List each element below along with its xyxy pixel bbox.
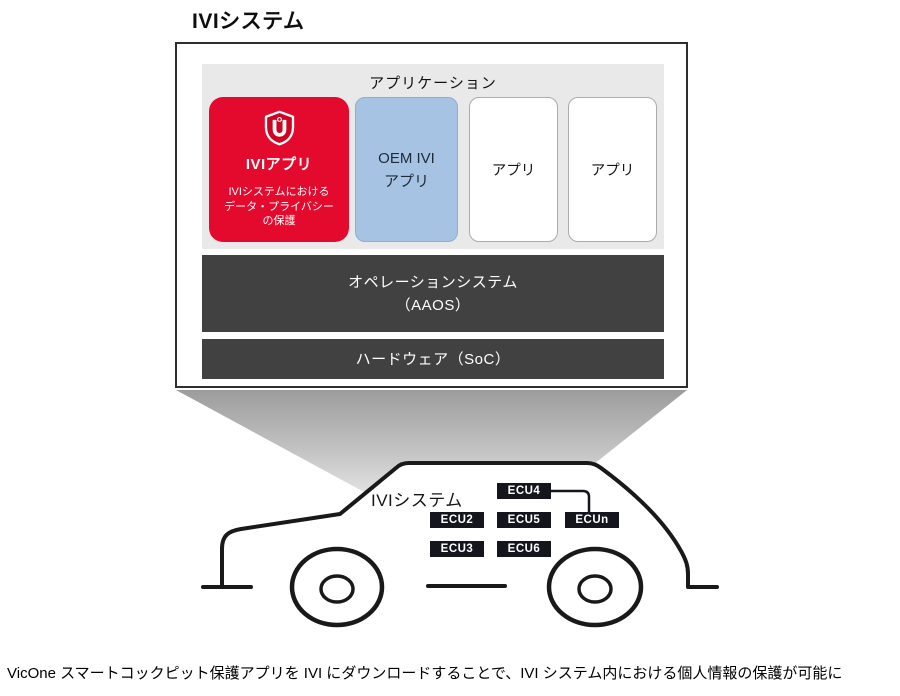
os-layer-label-line2: （AAOS） — [395, 296, 471, 314]
car-body-outline — [220, 461, 690, 588]
ecu-box-ecun: ECUn — [565, 512, 619, 528]
ecu-box-ecu5: ECU5 — [497, 512, 551, 528]
os-layer-bar: オペレーションシステム （AAOS） — [202, 255, 664, 332]
ivi-app-card: IVIアプリ IVIシステムにおける データ・プライバシー の保護 — [209, 97, 349, 242]
hardware-layer-label: ハードウェア（SoC） — [355, 350, 511, 368]
application-section: アプリケーション IVIアプリ IVIシステムにおける データ・プライバシー の… — [202, 64, 664, 249]
front-wheel — [289, 546, 385, 628]
oem-ivi-app-label-line1: OEM IVI — [378, 149, 435, 167]
ecu-connector-line — [550, 489, 591, 512]
vicone-shield-icon — [209, 110, 349, 146]
ecu-box-ecu3: ECU3 — [430, 541, 484, 557]
page-title: IVIシステム — [192, 10, 305, 33]
ecu-box-ecu4: ECU4 — [497, 483, 551, 499]
ecu-box-ecu2: ECU2 — [430, 512, 484, 528]
hardware-layer-bar: ハードウェア（SoC） — [202, 339, 664, 379]
oem-ivi-app-label-line2: アプリ — [383, 172, 429, 190]
rear-wheel — [546, 546, 644, 628]
application-section-title: アプリケーション — [369, 75, 497, 92]
os-layer-label-line1: オペレーションシステム — [348, 273, 518, 291]
caption-text: VicOne スマートコックピット保護アプリを IVI にダウンロードすることで… — [7, 665, 843, 682]
app-label: アプリ — [590, 163, 635, 179]
ivi-app-description: IVIシステムにおける データ・プライバシー の保護 — [224, 186, 334, 227]
app-card-generic-2: アプリ — [568, 97, 657, 242]
car-ivi-system-label: IVIシステム — [371, 491, 463, 510]
ivi-system-box: アプリケーション IVIアプリ IVIシステムにおける データ・プライバシー の… — [175, 42, 688, 388]
ivi-app-label: IVIアプリ — [245, 156, 313, 173]
app-label: アプリ — [491, 163, 536, 179]
ecu-box-ecu6: ECU6 — [497, 541, 551, 557]
oem-ivi-app-card: OEM IVI アプリ — [355, 97, 458, 242]
app-card-generic-1: アプリ — [469, 97, 558, 242]
